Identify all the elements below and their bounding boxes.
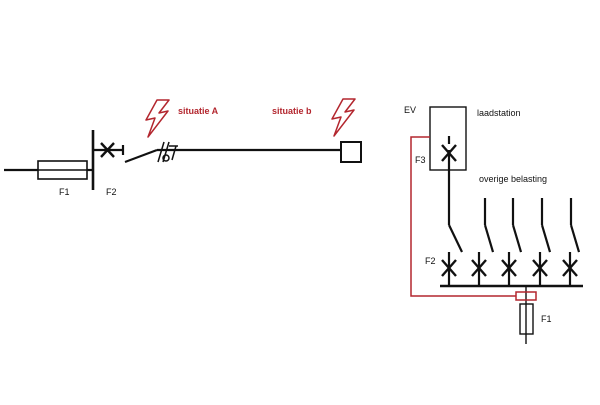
load-branch-blade	[483, 224, 495, 253]
load-branch-blade	[569, 224, 581, 253]
switch-blade	[124, 148, 158, 164]
breaker-f2-label: F2	[106, 187, 117, 197]
lightning-icon	[331, 98, 356, 137]
station-breaker-label: F3	[415, 155, 426, 165]
situation-b-label: situatie b	[272, 106, 312, 116]
ev-label: EV	[404, 105, 416, 115]
load-branch-blade	[511, 224, 523, 253]
breaker-x-icon	[562, 259, 578, 277]
rcd-loop	[410, 136, 537, 301]
fuse-f1-label: F1	[59, 187, 70, 197]
main-fuse-f1-label: F1	[541, 314, 552, 324]
breaker-x-icon	[441, 259, 457, 277]
breaker-x-icon	[471, 259, 487, 277]
situation-a-label: situatie A	[178, 106, 219, 116]
right-schematic	[429, 106, 583, 344]
rcd-sensor-symbol	[515, 291, 537, 301]
breakers-f2-label: F2	[425, 256, 436, 266]
station-label: laadstation	[477, 108, 521, 118]
switch-symbol-icon	[157, 141, 178, 163]
breaker-x-icon	[532, 259, 548, 277]
breaker-x-icon	[100, 142, 115, 158]
load-box	[340, 141, 362, 163]
load-branch-blade	[540, 224, 552, 253]
station-feeder-blade	[448, 224, 463, 253]
lightning-icon	[145, 99, 170, 138]
left-schematic	[4, 130, 362, 190]
breaker-x-icon	[501, 259, 517, 277]
loads-label: overige belasting	[479, 174, 547, 184]
